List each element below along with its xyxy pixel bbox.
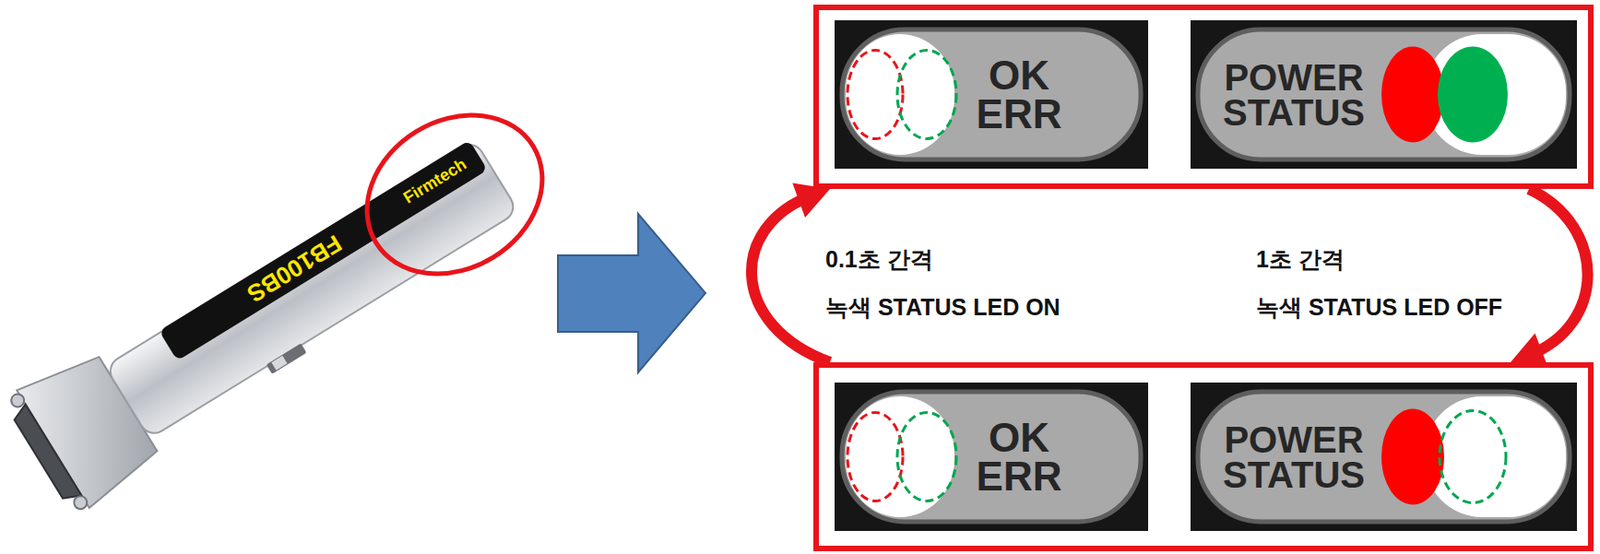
led-on-green [1437, 47, 1508, 143]
panel-label: POWER STATUS [1205, 382, 1383, 532]
screw [71, 494, 90, 512]
state-note: 녹색 STATUS LED OFF [1256, 293, 1503, 321]
panel-ground [834, 382, 1149, 532]
led-window [1424, 396, 1566, 518]
screw [9, 391, 27, 410]
serial-adapter [1, 117, 534, 518]
panel-ground [834, 20, 1149, 169]
adapter-body [105, 139, 520, 439]
indicator-panel: OK ERR [834, 382, 1149, 532]
panel-ground [1190, 382, 1577, 532]
indicator-panel: POWER STATUS [1190, 382, 1577, 532]
cycle-arrow [751, 195, 830, 363]
led-on-red [1381, 409, 1445, 506]
interval-note: 1초 간격 [1256, 245, 1345, 273]
power-switch [266, 343, 308, 374]
led-off-green [897, 413, 957, 502]
panel-ground [1190, 20, 1577, 169]
panel-label: POWER STATUS [1205, 20, 1383, 169]
led-off-red [847, 50, 903, 140]
panel-label: OK ERR [963, 382, 1075, 532]
switch-knob [271, 355, 287, 371]
led-off-green [897, 50, 957, 140]
state-note: 녹색 STATUS LED ON [825, 293, 1061, 321]
label-band [158, 140, 487, 361]
state-frame: OK ERR POWER STATUS [813, 4, 1594, 190]
highlight-circle [337, 82, 572, 306]
cycle-arrow [1528, 189, 1589, 356]
panel-label: OK ERR [963, 20, 1075, 169]
led-off-red [847, 413, 903, 502]
state-frame: OK ERR POWER STATUS [813, 362, 1594, 552]
indicator-panel: OK ERR [834, 20, 1149, 169]
indicator-panel: POWER STATUS [1190, 20, 1577, 169]
led-off-green [1439, 411, 1506, 504]
dsub-face [10, 404, 82, 506]
flow-arrow [557, 213, 706, 373]
brand-name: Firmtech [400, 154, 471, 209]
led-on-red [1381, 47, 1445, 143]
model-name: FB100BS [241, 228, 347, 309]
led-window [1424, 34, 1566, 155]
interval-note: 0.1초 간격 [825, 245, 934, 273]
